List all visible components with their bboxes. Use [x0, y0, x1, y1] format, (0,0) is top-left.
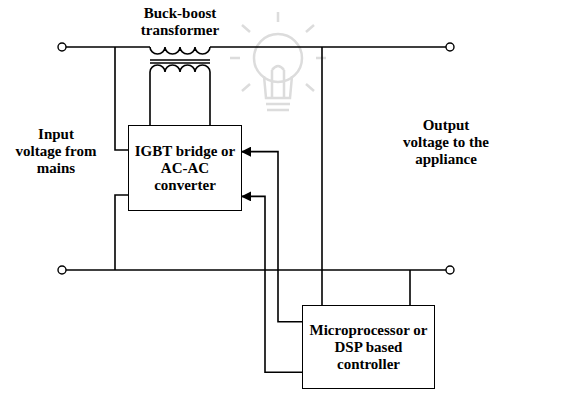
output-label: Output voltage to the appliance — [398, 117, 494, 168]
control-signal-arrow — [242, 152, 302, 322]
light-bulb-illustration — [230, 12, 326, 110]
input-label: Input voltage from mains — [14, 126, 98, 177]
controller-box: Microprocessor or DSP based controller — [302, 305, 435, 389]
terminal-circles — [58, 43, 454, 274]
control-signal-arrow — [242, 196, 302, 372]
box-text: Microprocessor or DSP based controller — [306, 322, 431, 373]
box-text: IGBT bridge or AC-AC converter — [132, 143, 238, 194]
transformer-symbol — [150, 47, 210, 72]
component-label: Buck-boost transformer — [117, 5, 243, 39]
converter-box: IGBT bridge or AC-AC converter — [128, 125, 242, 211]
circuit-wires — [66, 47, 446, 305]
